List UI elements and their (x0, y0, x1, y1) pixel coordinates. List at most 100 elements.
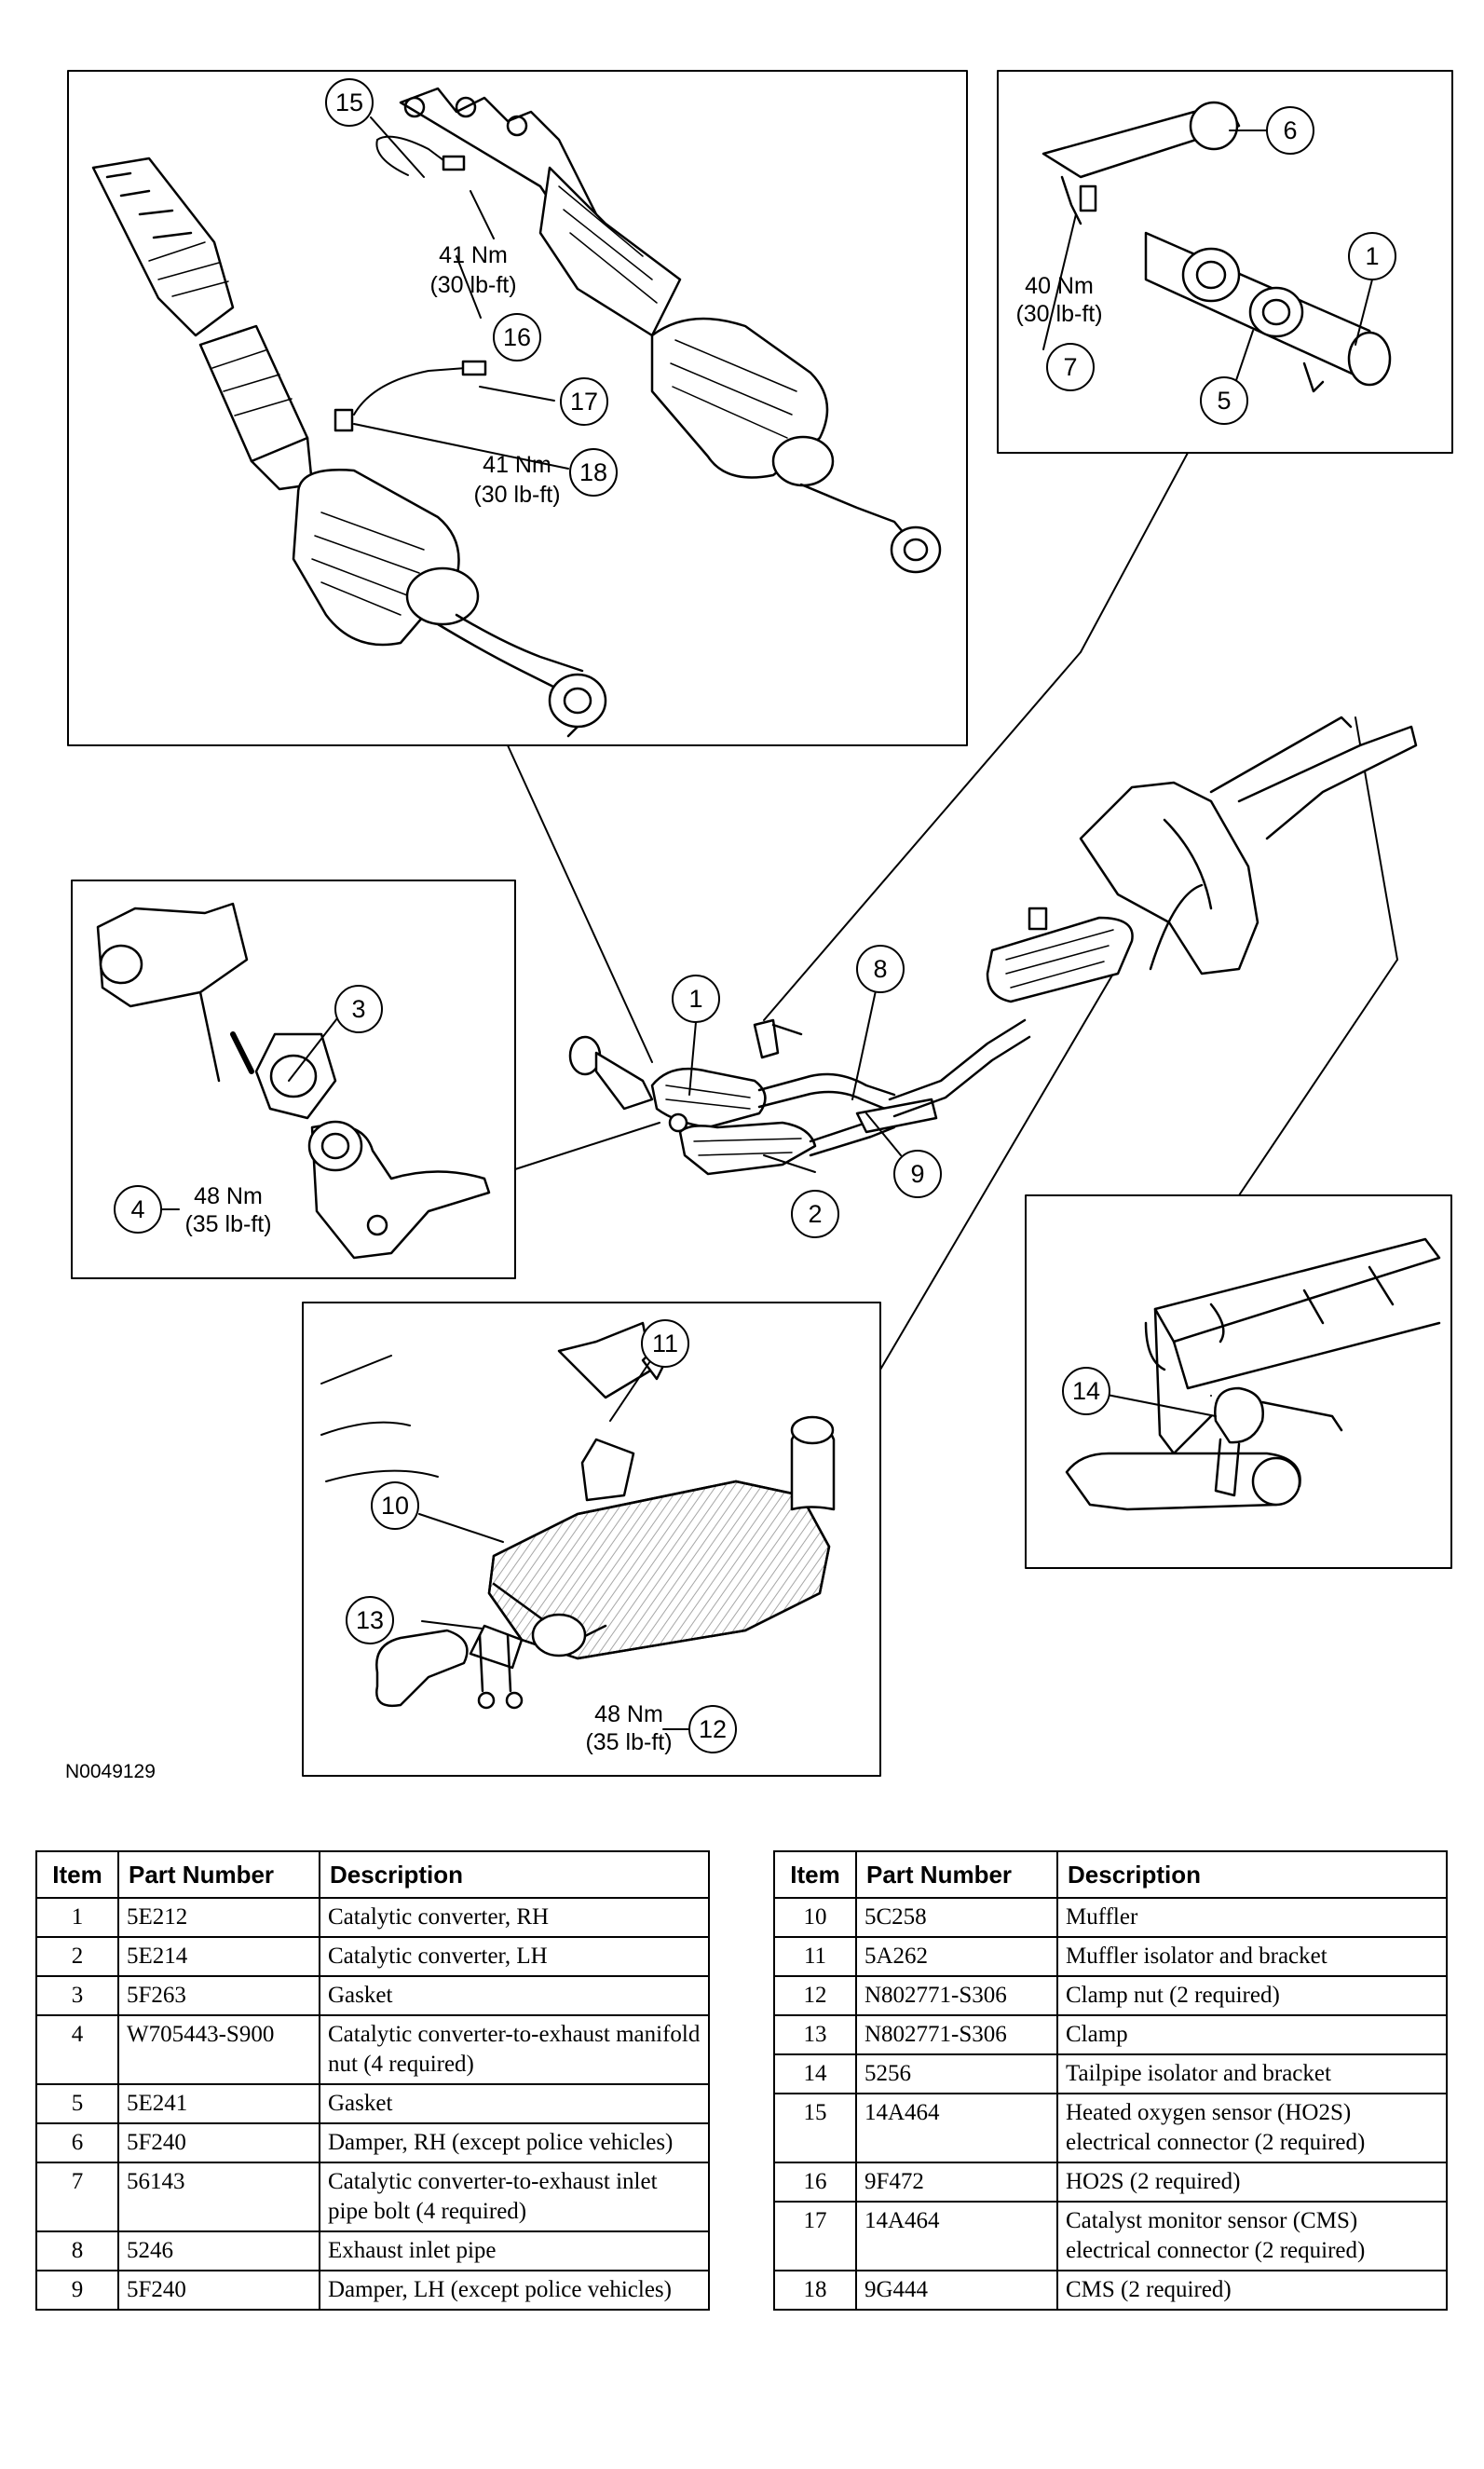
cell-item: 2 (35, 1936, 119, 1977)
cell-description: Catalytic converter, RH (319, 1897, 710, 1938)
muffler-detail-art (320, 1321, 836, 1710)
detail-frame-sensors (67, 70, 968, 746)
header-part-number: Part Number (117, 1850, 320, 1899)
table-header-row: Item Part Number Description (773, 1850, 1448, 1899)
cell-part-number: 14A464 (855, 2201, 1058, 2271)
callout-1-detail: 1 (1365, 242, 1379, 270)
cell-description: Exhaust inlet pipe (319, 2230, 710, 2271)
cell-part-number: N802771-S306 (855, 1975, 1058, 2016)
callout-15: 15 (335, 89, 363, 116)
cell-item: 15 (773, 2093, 857, 2163)
cell-item: 11 (773, 1936, 857, 1977)
header-item: Item (773, 1850, 857, 1899)
cell-part-number: 5A262 (855, 1936, 1058, 1977)
tailpipe-isolator-art (1065, 1237, 1441, 1511)
callout-leaders (160, 116, 1373, 1730)
cell-item: 17 (773, 2201, 857, 2271)
cell-part-number: 14A464 (855, 2093, 1058, 2163)
cell-description: Catalyst monitor sensor (CMS) electrical… (1056, 2201, 1448, 2271)
main-exhaust-assembly-art (568, 716, 1418, 1176)
callout-2: 2 (808, 1200, 822, 1228)
torque-label-16-line2: (30 lb-ft) (429, 272, 516, 298)
header-item: Item (35, 1850, 119, 1899)
cell-description: CMS (2 required) (1056, 2270, 1448, 2311)
detail-leader-lines (507, 452, 1398, 1371)
cell-item: 5 (35, 2083, 119, 2124)
torque-label-18-line2: (30 lb-ft) (473, 482, 560, 508)
cell-item: 18 (773, 2270, 857, 2311)
detail-frame-inlet-damper (997, 70, 1453, 454)
cell-item: 10 (773, 1897, 857, 1938)
header-description: Description (319, 1850, 710, 1899)
detail-frame-manifold-gasket (71, 880, 516, 1279)
inlet-damper-art (1042, 101, 1392, 393)
cell-part-number: 5246 (117, 2230, 320, 2271)
cell-part-number: 5F240 (117, 2270, 320, 2311)
detail-frame-muffler (302, 1302, 881, 1777)
header-description: Description (1056, 1850, 1448, 1899)
cell-description: Catalytic converter-to-exhaust manifold … (319, 2014, 710, 2085)
callout-1: 1 (688, 985, 702, 1013)
torque-label-18-line1: 41 Nm (483, 452, 551, 478)
callout-10: 10 (381, 1492, 409, 1520)
cell-part-number: 5256 (855, 2053, 1058, 2094)
cell-item: 16 (773, 2162, 857, 2203)
cell-description: Gasket (319, 1975, 710, 2016)
manifold-gasket-art (96, 902, 491, 1260)
callout-11: 11 (652, 1330, 678, 1357)
callout-5: 5 (1217, 387, 1231, 415)
callout-9: 9 (910, 1160, 924, 1188)
cell-description: Heated oxygen sensor (HO2S) electrical c… (1056, 2093, 1448, 2163)
cell-part-number: 5E212 (117, 1897, 320, 1938)
cell-description: HO2S (2 required) (1056, 2162, 1448, 2203)
cell-part-number: 9F472 (855, 2162, 1058, 2203)
cell-description: Damper, RH (except police vehicles) (319, 2122, 710, 2163)
cell-part-number: 5F263 (117, 1975, 320, 2016)
cell-description: Damper, LH (except police vehicles) (319, 2270, 710, 2311)
callout-16: 16 (503, 323, 531, 351)
callout-4: 4 (130, 1195, 144, 1223)
cell-part-number: N802771-S306 (855, 2014, 1058, 2055)
cell-part-number: 5E214 (117, 1936, 320, 1977)
cell-part-number: 9G444 (855, 2270, 1058, 2311)
callout-14: 14 (1072, 1377, 1100, 1405)
cell-description: Tailpipe isolator and bracket (1056, 2053, 1448, 2094)
cell-description: Clamp nut (2 required) (1056, 1975, 1448, 2016)
cell-description: Gasket (319, 2083, 710, 2124)
cell-part-number: 5F240 (117, 2122, 320, 2163)
callout-8: 8 (873, 955, 887, 983)
sensor-converter-art (91, 87, 942, 738)
callout-7: 7 (1063, 353, 1077, 381)
torque-label-7-line2: (30 lb-ft) (1015, 301, 1102, 327)
table-header-row: Item Part Number Description (35, 1850, 710, 1899)
callout-6: 6 (1283, 116, 1297, 144)
callout-18: 18 (579, 458, 607, 486)
callout-3: 3 (351, 995, 365, 1023)
cell-description: Clamp (1056, 2014, 1448, 2055)
callout-13: 13 (356, 1606, 384, 1634)
torque-label-12-line2: (35 lb-ft) (585, 1729, 672, 1755)
cell-description: Muffler (1056, 1897, 1448, 1938)
cell-item: 8 (35, 2230, 119, 2271)
cell-part-number: 56143 (117, 2162, 320, 2232)
cell-item: 7 (35, 2162, 119, 2232)
cell-item: 4 (35, 2014, 119, 2085)
header-part-number: Part Number (855, 1850, 1058, 1899)
cell-part-number: W705443-S900 (117, 2014, 320, 2085)
torque-label-16-line1: 41 Nm (439, 242, 508, 268)
